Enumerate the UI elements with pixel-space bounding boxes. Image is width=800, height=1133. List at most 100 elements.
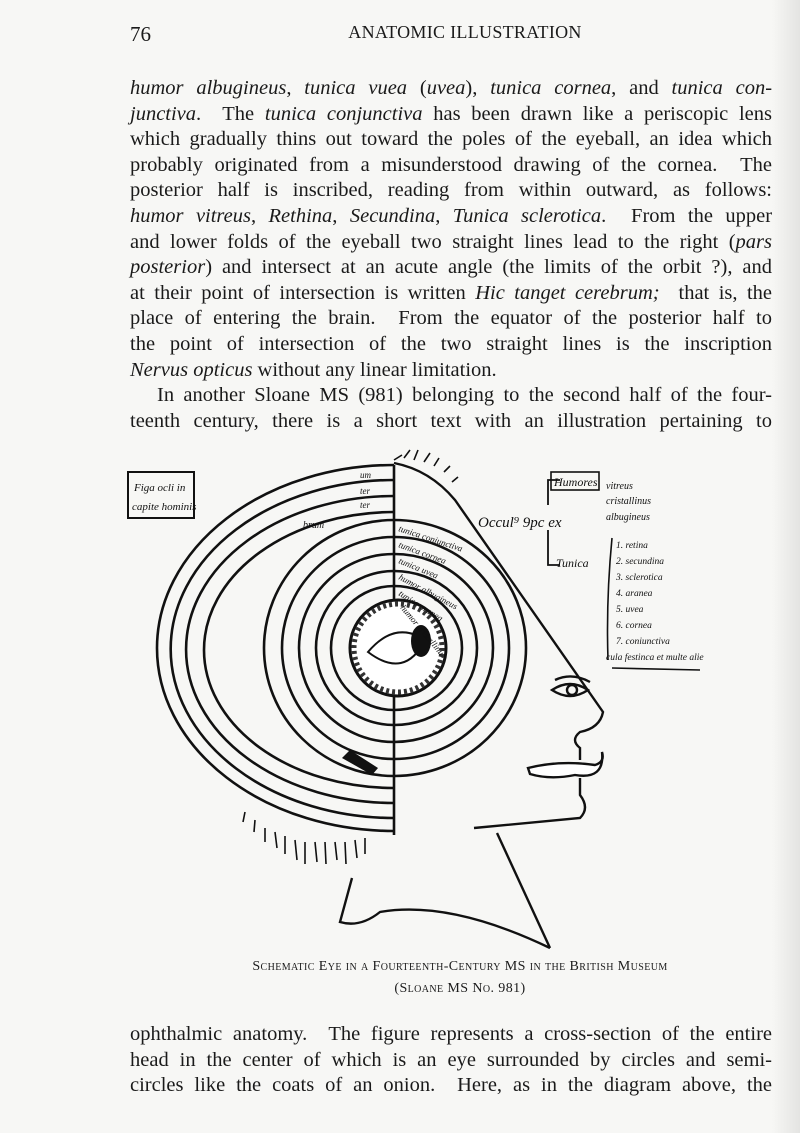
hair	[242, 449, 459, 865]
body-text-top: humor albugineus, tunica vuea (uvea), tu…	[130, 76, 772, 434]
text-line: probably originated from a misunderstood…	[130, 153, 772, 179]
italic-term: tunica con-	[671, 77, 773, 99]
italic-term: humor vitreus	[130, 204, 251, 227]
text-line: junctiva. The tunica conjunctiva has bee…	[130, 102, 772, 128]
humor-item: cristallinus	[606, 496, 651, 507]
eyeball	[348, 598, 448, 698]
text-line: ophthalmic anatomy. The figure represent…	[130, 1022, 772, 1048]
scan-edge-shadow	[772, 0, 800, 1133]
tunica-item: 4. aranea	[616, 589, 653, 599]
italic-term: humor albugineus	[130, 77, 287, 99]
text-run: teenth century, there is a short text wi…	[130, 409, 772, 432]
italic-term: uvea	[426, 77, 466, 99]
text-line: humor vitreus, Rethina, Secundina, Tunic…	[130, 204, 772, 230]
tunica-item: 7. coniunctiva	[616, 637, 670, 647]
ring-mid-1	[262, 518, 395, 778]
text-line: place of entering the brain. From the eq…	[130, 306, 772, 332]
text-line: humor albugineus, tunica vuea (uvea), tu…	[130, 76, 772, 102]
italic-term: posterior	[130, 256, 206, 279]
ring-label: brum	[303, 520, 324, 531]
text-run: ) and intersect at an acute angle (the l…	[205, 256, 772, 279]
text-run: In another Sloane MS (981) belonging to …	[157, 384, 772, 407]
ring-outer-3	[184, 494, 395, 805]
italic-term: Hic tanget cerebrum;	[475, 281, 660, 304]
text-run: ),	[465, 77, 491, 99]
text-run: has been drawn like a periscopic lens	[422, 102, 772, 125]
text-line: posterior half is inscribed, reading fro…	[130, 178, 772, 204]
text-run: ophthalmic anatomy. The figure represent…	[130, 1023, 772, 1045]
ring-outer-2	[169, 478, 395, 820]
ring-mid-5	[329, 584, 395, 712]
ring-mid-3	[297, 552, 395, 744]
text-line: posterior) and intersect at an acute ang…	[130, 255, 772, 281]
text-run: and lower folds of the eyeball two strai…	[130, 230, 736, 253]
text-run: circles like the coats of an onion. Here…	[130, 1074, 772, 1097]
italic-term: Secundina	[349, 204, 436, 227]
tunica-item: 3. sclerotica	[615, 573, 663, 583]
title-box	[127, 471, 195, 519]
text-run: ,	[332, 204, 350, 227]
text-run: at their point of intersection is writte…	[130, 281, 476, 304]
ring-label: um	[360, 470, 372, 480]
caption-line-1: Schematic Eye in a Fourteenth-Century MS…	[252, 959, 668, 974]
ring-mid-2	[280, 535, 395, 761]
ring-label: ter	[360, 486, 370, 496]
optic-nerve	[342, 750, 378, 775]
tunica-item: cula festinca et multe alie	[606, 652, 704, 663]
humor-item: albugineus	[606, 512, 650, 523]
ring-outer-4	[202, 510, 395, 790]
italic-term: Nervus opticus	[130, 358, 253, 381]
tunica-item: 1. retina	[616, 541, 648, 551]
box-label-2: capite hominis	[132, 501, 196, 513]
text-run: posterior half is inscribed, reading fro…	[130, 179, 772, 202]
italic-term: junctiva	[130, 102, 197, 125]
text-run: . The	[196, 102, 265, 125]
page-number: 76	[130, 22, 151, 46]
humores-label: Humores	[553, 475, 598, 489]
text-run: place of entering the brain. From the eq…	[130, 307, 772, 330]
text-run: head in the center of which is an eye su…	[130, 1048, 772, 1071]
caption-line-2: (Sloane MS No. 981)	[394, 981, 526, 996]
body-text-bottom: ophthalmic anatomy. The figure represent…	[130, 1022, 772, 1099]
italic-term: tunica cornea	[490, 77, 612, 99]
schematic-eye-illustration: Figa ocli in capite hominis um ter ter b…	[127, 449, 704, 950]
text-run: probably originated from a misunderstood…	[130, 153, 772, 176]
box-label-1: Figa ocli in	[133, 482, 186, 494]
text-line: circles like the coats of an onion. Here…	[130, 1073, 772, 1099]
text-run: the point of intersection of the two str…	[130, 332, 772, 355]
text-run: without any linear limitation.	[252, 358, 497, 381]
tunica-item: 2. secundina	[616, 557, 664, 567]
text-run: (	[407, 77, 427, 99]
ring-label: ter	[360, 500, 370, 510]
text-line: at their point of intersection is writte…	[130, 281, 772, 307]
text-line: and lower folds of the eyeball two strai…	[130, 230, 772, 256]
text-run: ,	[286, 77, 305, 99]
text-line: the point of intersection of the two str…	[130, 332, 772, 358]
figure-caption: Schematic Eye in a Fourteenth-Century MS…	[130, 956, 790, 1000]
occulus-label: Occul⁹ 9pc ex	[478, 515, 562, 531]
italic-term: tunica vuea	[304, 77, 408, 99]
running-title: ANATOMIC ILLUSTRATION	[348, 22, 582, 42]
italic-term: Tunica sclerotica	[452, 204, 602, 227]
text-line: head in the center of which is an eye su…	[130, 1048, 772, 1074]
italic-term: pars	[735, 230, 772, 253]
tunica-item: 6. cornea	[616, 621, 652, 631]
text-run: that is, the	[659, 281, 773, 304]
head-profile	[338, 461, 605, 950]
ring-outer-1	[155, 463, 395, 833]
tunica-item: 5. uvea	[616, 605, 644, 615]
text-run: which gradually thins out toward the pol…	[130, 128, 772, 151]
italic-term: tunica conjunctiva	[264, 102, 423, 125]
text-run: ,	[250, 204, 269, 227]
italic-term: Rethina	[268, 204, 333, 227]
text-line: which gradually thins out toward the pol…	[130, 127, 772, 153]
text-run: , and	[611, 77, 672, 99]
humor-item: vitreus	[606, 481, 633, 492]
text-line: teenth century, there is a short text wi…	[130, 409, 772, 435]
text-line: Nervus opticus without any linear limita…	[130, 358, 772, 384]
tunica-items: 1. retina 2. secundina 3. sclerotica 4. …	[606, 541, 704, 663]
text-run: ,	[435, 204, 453, 227]
ring-mid-4	[314, 569, 395, 727]
text-line: In another Sloane MS (981) belonging to …	[130, 383, 772, 409]
tunica-label: Tunica	[556, 556, 589, 570]
